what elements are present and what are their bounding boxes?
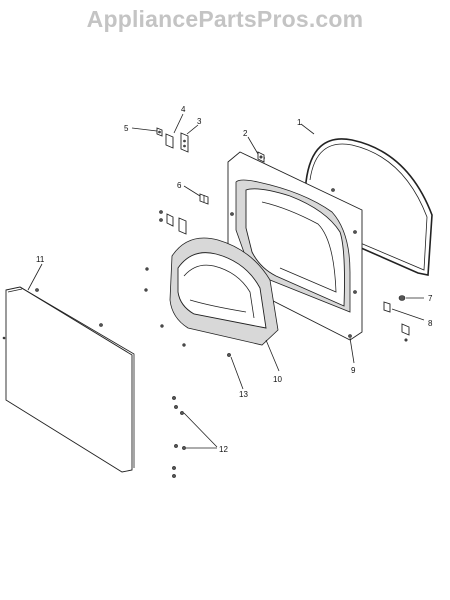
screws-12 bbox=[172, 396, 186, 478]
latch-bracket-6 bbox=[199, 193, 209, 205]
door-gasket bbox=[301, 138, 433, 276]
hinge-4 bbox=[165, 133, 174, 149]
leader-lines bbox=[27, 113, 425, 449]
strike-bracket-8 bbox=[383, 301, 410, 342]
callout-4: 4 bbox=[181, 105, 186, 114]
callout-9: 9 bbox=[351, 366, 356, 375]
callout-7: 7 bbox=[428, 294, 433, 303]
drum-ring bbox=[169, 237, 279, 346]
callout-1: 1 bbox=[297, 118, 302, 127]
callout-6: 6 bbox=[177, 181, 182, 190]
callout-8: 8 bbox=[428, 319, 433, 328]
watermark-text: AppliancePartsPros.com bbox=[86, 6, 364, 32]
callout-5: 5 bbox=[124, 124, 129, 133]
bracket-2 bbox=[257, 151, 265, 163]
hinge-bracket-3 bbox=[180, 132, 189, 153]
callout-12: 12 bbox=[219, 445, 228, 454]
front-panel bbox=[2, 286, 135, 473]
hinge-5 bbox=[156, 127, 163, 137]
callout-10: 10 bbox=[273, 375, 282, 384]
callout-13: 13 bbox=[239, 390, 248, 399]
callout-labels: 1 2 3 4 5 6 7 8 9 10 11 12 13 bbox=[36, 105, 433, 454]
callout-11: 11 bbox=[36, 255, 45, 264]
clip-7 bbox=[398, 295, 406, 301]
callout-2: 2 bbox=[243, 129, 248, 138]
left-brackets bbox=[144, 210, 231, 357]
callout-3: 3 bbox=[197, 117, 202, 126]
